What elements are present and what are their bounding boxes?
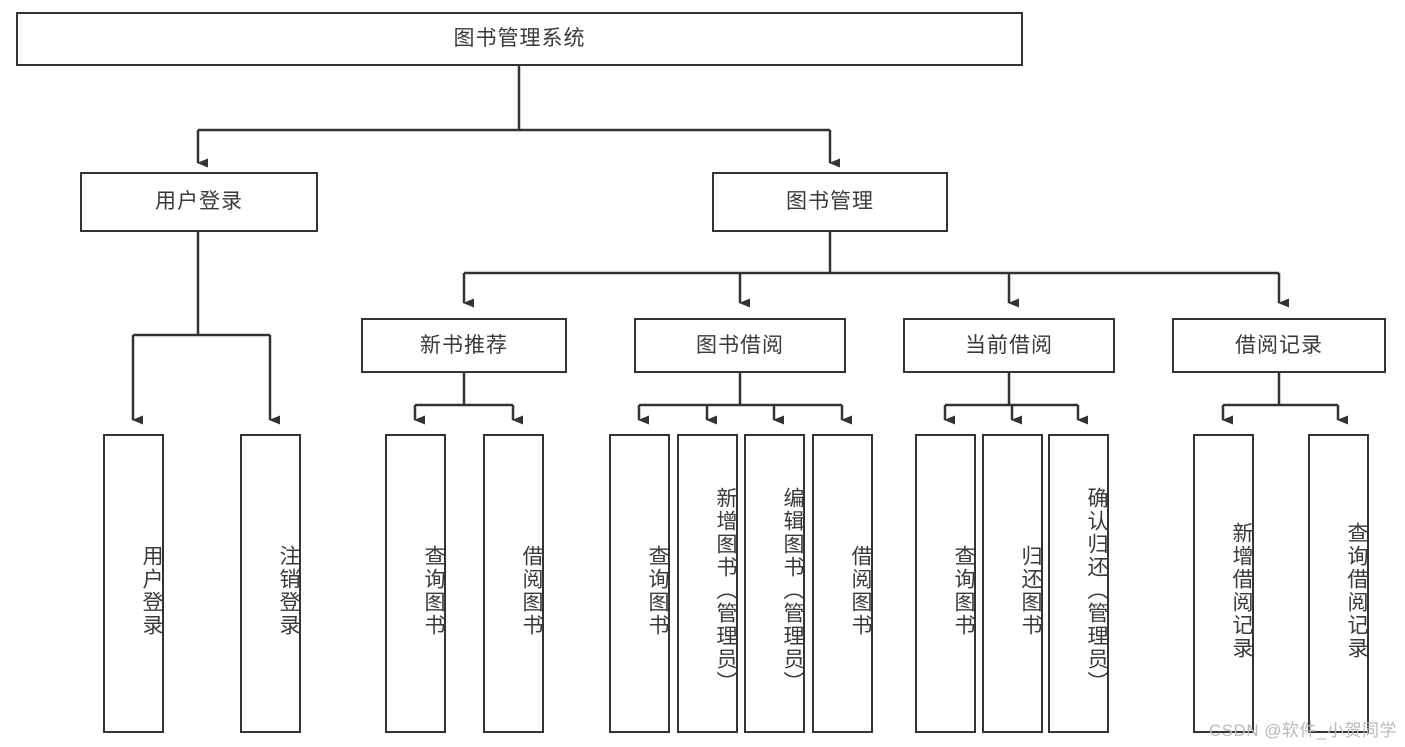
leaf-query-book-borrow[interactable]: 查询图书 xyxy=(609,434,670,733)
leaf-query-book-recommend[interactable]: 查询图书 xyxy=(385,434,446,733)
leaf-user-logout[interactable]: 注销登录 xyxy=(240,434,301,733)
node-label: 查询借阅记录 xyxy=(1345,521,1368,660)
node-label: 借阅图书 xyxy=(520,544,543,637)
leaf-query-book-current[interactable]: 查询图书 xyxy=(915,434,976,733)
node-label: 用户登录 xyxy=(155,190,243,214)
node-label: 借阅记录 xyxy=(1235,333,1323,357)
node-user-login[interactable]: 用户登录 xyxy=(80,172,318,232)
node-label: 图书管理 xyxy=(786,190,874,214)
node-label: 注销登录 xyxy=(277,544,300,637)
node-label: 当前借阅 xyxy=(965,333,1053,357)
node-current-borrow[interactable]: 当前借阅 xyxy=(903,318,1115,373)
csdn-watermark: CSDN @软件_小贺同学 xyxy=(1208,721,1397,740)
leaf-return-book[interactable]: 归还图书 xyxy=(982,434,1043,733)
leaf-borrow-book-recommend[interactable]: 借阅图书 xyxy=(483,434,544,733)
leaf-add-book-admin[interactable]: 新增图书（管理员） xyxy=(677,434,738,733)
leaf-edit-book-admin[interactable]: 编辑图书（管理员） xyxy=(744,434,805,733)
node-label: 借阅图书 xyxy=(849,544,872,637)
node-label: 查询图书 xyxy=(952,544,975,637)
node-label: 用户登录 xyxy=(140,544,163,637)
node-label: 查询图书 xyxy=(422,544,445,637)
leaf-confirm-return-admin[interactable]: 确认归还（管理员） xyxy=(1048,434,1109,733)
node-label: 编辑图书（管理员） xyxy=(781,487,804,694)
node-label: 新增借阅记录 xyxy=(1230,521,1253,660)
node-root-book-management-system[interactable]: 图书管理系统 xyxy=(16,12,1023,66)
leaf-borrow-book[interactable]: 借阅图书 xyxy=(812,434,873,733)
node-label: 查询图书 xyxy=(646,544,669,637)
node-book-management[interactable]: 图书管理 xyxy=(712,172,948,232)
node-label: 新增图书（管理员） xyxy=(714,487,737,694)
node-book-borrow[interactable]: 图书借阅 xyxy=(634,318,846,373)
leaf-query-borrow-record[interactable]: 查询借阅记录 xyxy=(1308,434,1369,733)
node-label: 确认归还（管理员） xyxy=(1085,487,1108,694)
node-label: 新书推荐 xyxy=(420,333,508,357)
node-label: 图书管理系统 xyxy=(453,27,586,51)
node-new-book-recommend[interactable]: 新书推荐 xyxy=(361,318,567,373)
node-borrow-record[interactable]: 借阅记录 xyxy=(1172,318,1386,373)
leaf-add-borrow-record[interactable]: 新增借阅记录 xyxy=(1193,434,1254,733)
node-label: 归还图书 xyxy=(1019,544,1042,637)
node-label: 图书借阅 xyxy=(696,333,784,357)
leaf-user-login[interactable]: 用户登录 xyxy=(103,434,164,733)
